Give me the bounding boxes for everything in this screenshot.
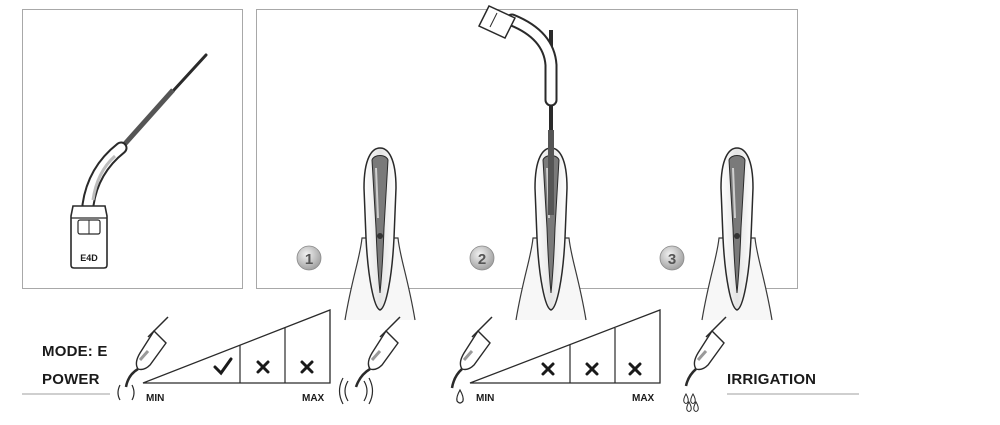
power-level-2-cross-icon	[256, 360, 270, 374]
tip-illustration: E4D	[70, 53, 208, 269]
irrigation-triangle	[469, 309, 661, 384]
irrigation-label: IRRIGATION	[727, 371, 817, 388]
irrigation-level-3-cross-icon	[628, 362, 642, 376]
procedure-panel: 1 2 3	[256, 5, 798, 321]
svg-text:1: 1	[305, 251, 313, 268]
power-min-label: MIN	[146, 393, 164, 404]
tip-panel: E4D	[22, 9, 243, 289]
power-level-1-check-icon	[213, 357, 233, 376]
step-badge-1: 1	[296, 245, 322, 271]
tooth-step-3	[701, 147, 773, 321]
power-label: POWER	[42, 371, 100, 388]
irrigation-level-2-cross-icon	[585, 362, 599, 376]
tooth-step-1	[344, 147, 416, 321]
mode-label: MODE: E	[42, 343, 108, 360]
instrument-in-canal	[477, 5, 558, 215]
procedure-illustration: 1 2 3	[296, 5, 773, 321]
irrigation-underline	[727, 393, 859, 395]
tip-model-label: E4D	[80, 253, 98, 263]
power-max-label: MAX	[302, 393, 325, 404]
handpiece-min-icon	[117, 316, 169, 401]
irrigation-min-label: MIN	[476, 393, 494, 404]
step-badge-2: 2	[469, 245, 495, 271]
svg-text:3: 3	[668, 251, 676, 268]
handpiece-max-icon	[338, 316, 401, 405]
svg-text:2: 2	[478, 251, 486, 268]
handpiece-irrigation-max-icon	[683, 316, 727, 412]
irrigation-level-1-cross-icon	[541, 362, 555, 376]
irrigation-scale: MIN MAX	[450, 309, 727, 412]
power-underline	[22, 393, 110, 395]
power-level-3-cross-icon	[300, 360, 314, 374]
power-scale: MIN MAX	[117, 309, 401, 405]
step-badge-3: 3	[659, 245, 685, 271]
power-triangle	[142, 309, 331, 384]
handpiece-irrigation-min-icon	[450, 316, 493, 404]
irrigation-max-label: MAX	[632, 393, 655, 404]
